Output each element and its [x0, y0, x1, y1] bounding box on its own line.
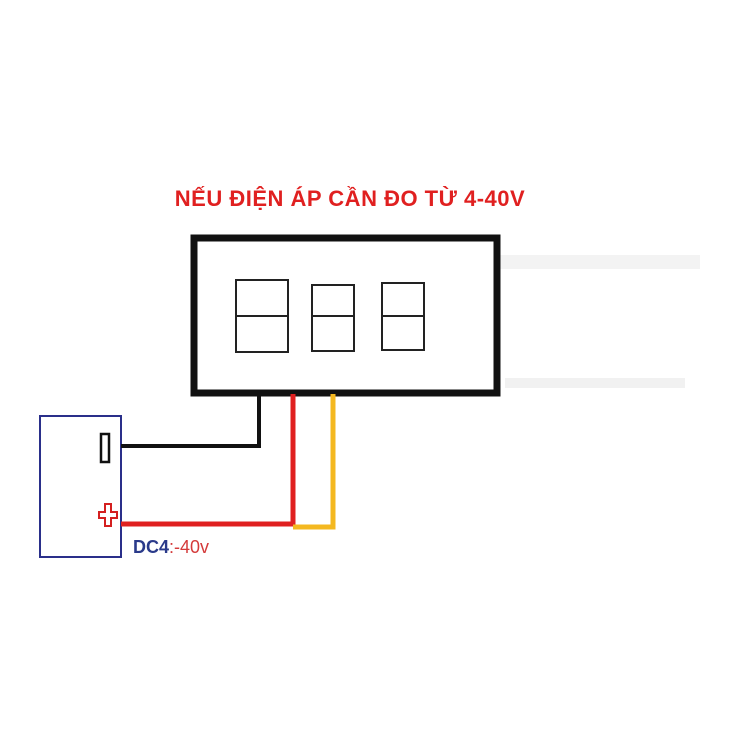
source-voltage-prefix: DC4 [133, 537, 170, 557]
digit-3 [381, 282, 425, 351]
digit-1 [235, 279, 289, 353]
diagram-title: NẾU ĐIỆN ÁP CẦN ĐO TỪ 4-40V [174, 186, 526, 211]
signal-wire [293, 394, 336, 530]
seven-segment-digits [235, 279, 425, 353]
background-shade [505, 378, 685, 388]
plus-terminal-icon [98, 503, 118, 527]
source-voltage-label: DC4:-40v [133, 537, 209, 558]
digit-2 [311, 284, 355, 352]
source-voltage-suffix: :-40v [169, 537, 210, 557]
minus-terminal-icon [99, 432, 111, 464]
negative-wire [121, 391, 261, 448]
power-source [39, 415, 122, 558]
voltmeter-display [190, 234, 501, 397]
positive-wire [121, 394, 296, 527]
background-shade [500, 255, 700, 269]
